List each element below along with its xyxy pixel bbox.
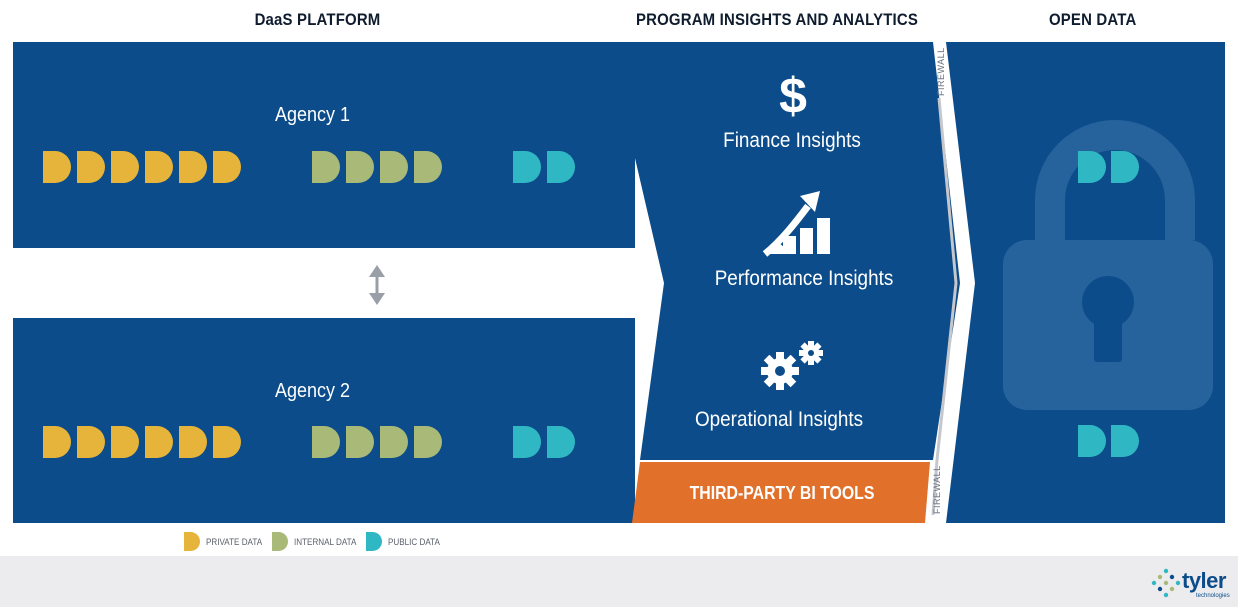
private-data-block [111, 426, 139, 458]
internal-data-legend-swatch [272, 532, 288, 551]
third-party-panel [632, 462, 930, 523]
private-data-block [179, 426, 207, 458]
open-public-data-block [1111, 151, 1139, 183]
agency-2-panel [13, 318, 635, 523]
open-data-heading: OPEN DATA [1048, 10, 1137, 29]
dollar-icon: $ [779, 68, 807, 124]
firewall-line-lower [931, 459, 939, 516]
footer-bar [0, 556, 1238, 607]
public-data-block [513, 426, 541, 458]
sync-arrow-icon [369, 265, 385, 305]
private-data-block [43, 426, 71, 458]
internal-data-block [312, 426, 340, 458]
internal-data-legend-label: INTERNAL DATA [294, 537, 357, 547]
keyhole-icon [1082, 276, 1134, 362]
operational-insights-label: Operational Insights [694, 408, 864, 431]
open-public-data-block [1078, 425, 1106, 457]
private-data-block [213, 151, 241, 183]
tyler-brand-sub: technologies [1196, 593, 1230, 599]
gears-icon [761, 341, 823, 390]
private-data-block [77, 151, 105, 183]
performance-insights-label: Performance Insights [714, 267, 894, 290]
growth-chart-icon [762, 191, 830, 257]
private-data-block [111, 151, 139, 183]
agency-1-panel [13, 42, 635, 248]
public-data-legend-swatch [366, 532, 382, 551]
public-data-block [547, 426, 575, 458]
daas-platform-heading: DaaS PLATFORM [254, 10, 381, 29]
private-data-block [77, 426, 105, 458]
private-data-legend-swatch [184, 532, 200, 551]
open-public-data-block [1078, 151, 1106, 183]
tyler-logo-icon [1151, 568, 1181, 598]
agency-2-label: Agency 2 [275, 380, 351, 402]
private-data-block [179, 151, 207, 183]
internal-data-block [346, 151, 374, 183]
finance-insights-label: Finance Insights [723, 129, 861, 152]
private-data-legend-label: PRIVATE DATA [206, 537, 263, 547]
firewall-label: FIREWALL [936, 47, 946, 96]
firewall-label-lower: FIREWALL [932, 465, 942, 514]
internal-data-block [312, 151, 340, 183]
program-insights-heading: PROGRAM INSIGHTS AND ANALYTICS [635, 10, 919, 29]
third-party-bi-tools-label: THIRD-PARTY BI TOOLS [689, 483, 875, 503]
internal-data-block [380, 151, 408, 183]
public-data-block [547, 151, 575, 183]
private-data-block [43, 151, 71, 183]
internal-data-block [414, 426, 442, 458]
private-data-block [213, 426, 241, 458]
private-data-block [145, 151, 173, 183]
internal-data-block [380, 426, 408, 458]
firewall-line [935, 97, 958, 461]
agency-1-label: Agency 1 [275, 104, 351, 126]
public-data-block [513, 151, 541, 183]
public-data-legend-label: PUBLIC DATA [388, 537, 440, 547]
internal-data-block [346, 426, 374, 458]
private-data-block [145, 426, 173, 458]
internal-data-block [414, 151, 442, 183]
open-public-data-block [1111, 425, 1139, 457]
tyler-brand-name: tyler [1182, 568, 1226, 593]
